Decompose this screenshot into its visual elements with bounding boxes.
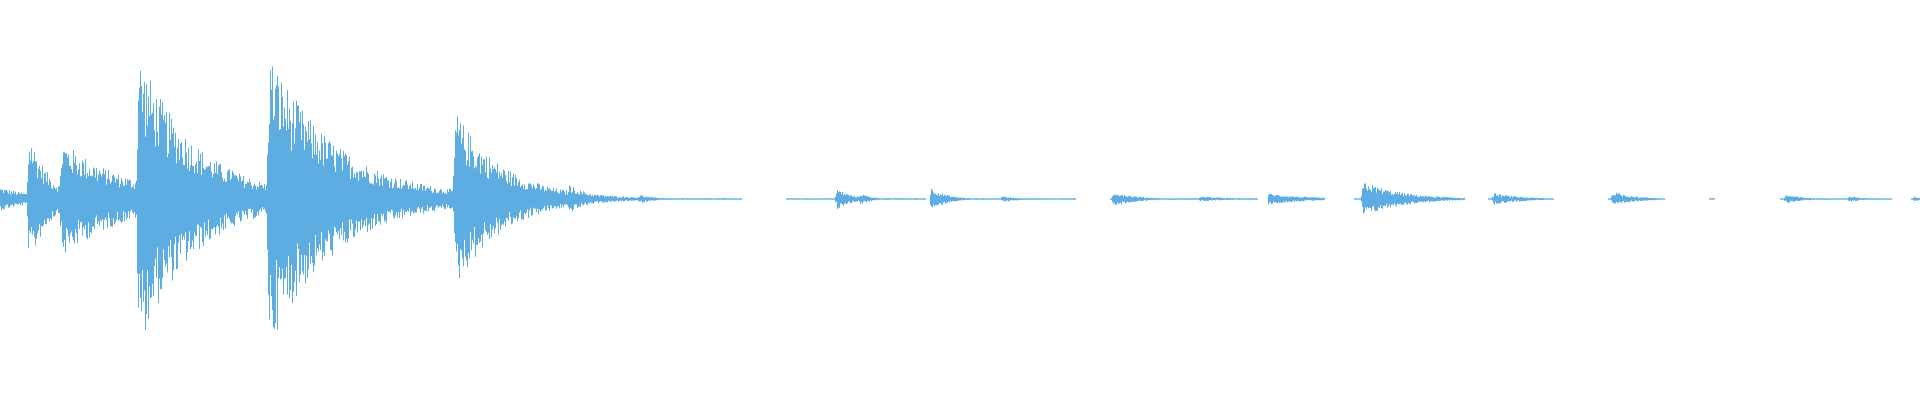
waveform-path [0, 66, 1920, 330]
waveform-bars [0, 66, 1920, 330]
